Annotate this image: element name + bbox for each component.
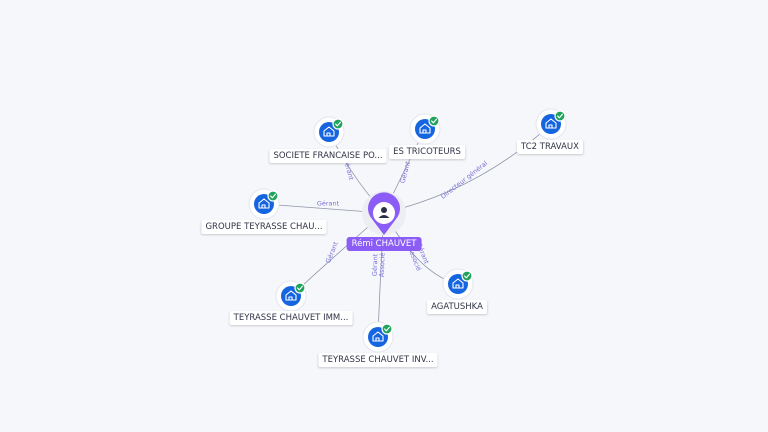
check-icon [297,285,303,291]
company-label-tc2[interactable]: TC2 TRAVAUX [517,140,583,154]
nodes-layer [248,108,567,353]
check-icon [464,273,470,279]
edge-label-tc2: Directeur général [439,159,489,201]
person-icon-body [378,215,390,218]
company-node-agatushka[interactable] [442,268,474,300]
person-label[interactable]: Rémi CHAUVET [346,237,422,251]
check-icon [384,326,390,332]
company-node-tricoteurs[interactable] [409,113,441,145]
check-icon [431,118,437,124]
check-icon [270,193,276,199]
company-label-societe[interactable]: SOCIETE FRANCAISE PO... [269,149,387,163]
building-icon [419,123,431,134]
company-label-inv[interactable]: TEYRASSE CHAUVET INV... [318,353,438,367]
company-label-imm[interactable]: TEYRASSE CHAUVET IMM... [229,311,353,325]
building-icon [285,290,297,301]
building-icon [452,278,464,289]
company-label-agatushka[interactable]: AGATUSHKA [427,300,487,314]
edge-label-groupe: Gérant [317,200,340,208]
company-label-tricoteurs[interactable]: ES TRICOTEURS [389,145,465,159]
check-icon [557,113,563,119]
edge-label-inv: Gérant [371,253,380,276]
verified-badge [461,270,473,282]
edge-label-inv: Associé [378,253,387,278]
company-label-groupe[interactable]: GROUPE TEYRASSE CHAU... [201,220,327,234]
edge-tc2 [383,123,552,214]
building-icon [372,331,384,342]
person-node[interactable] [362,191,406,235]
edge-label-tricoteurs: Gérant [399,160,413,184]
company-node-imm[interactable] [275,280,307,312]
edge-label-imm: Gérant [324,240,340,264]
verified-badge [428,115,440,127]
company-node-tc2[interactable] [535,108,567,140]
building-icon [545,118,557,129]
verified-badge [381,323,393,335]
verified-badge [267,190,279,202]
company-node-groupe[interactable] [248,188,280,220]
building-icon [258,198,270,209]
company-node-societe[interactable] [313,116,345,148]
building-icon [323,126,335,137]
verified-badge [554,110,566,122]
verified-badge [332,118,344,130]
check-icon [335,121,341,127]
verified-badge [294,282,306,294]
person-icon [381,207,387,213]
company-node-inv[interactable] [362,321,394,353]
